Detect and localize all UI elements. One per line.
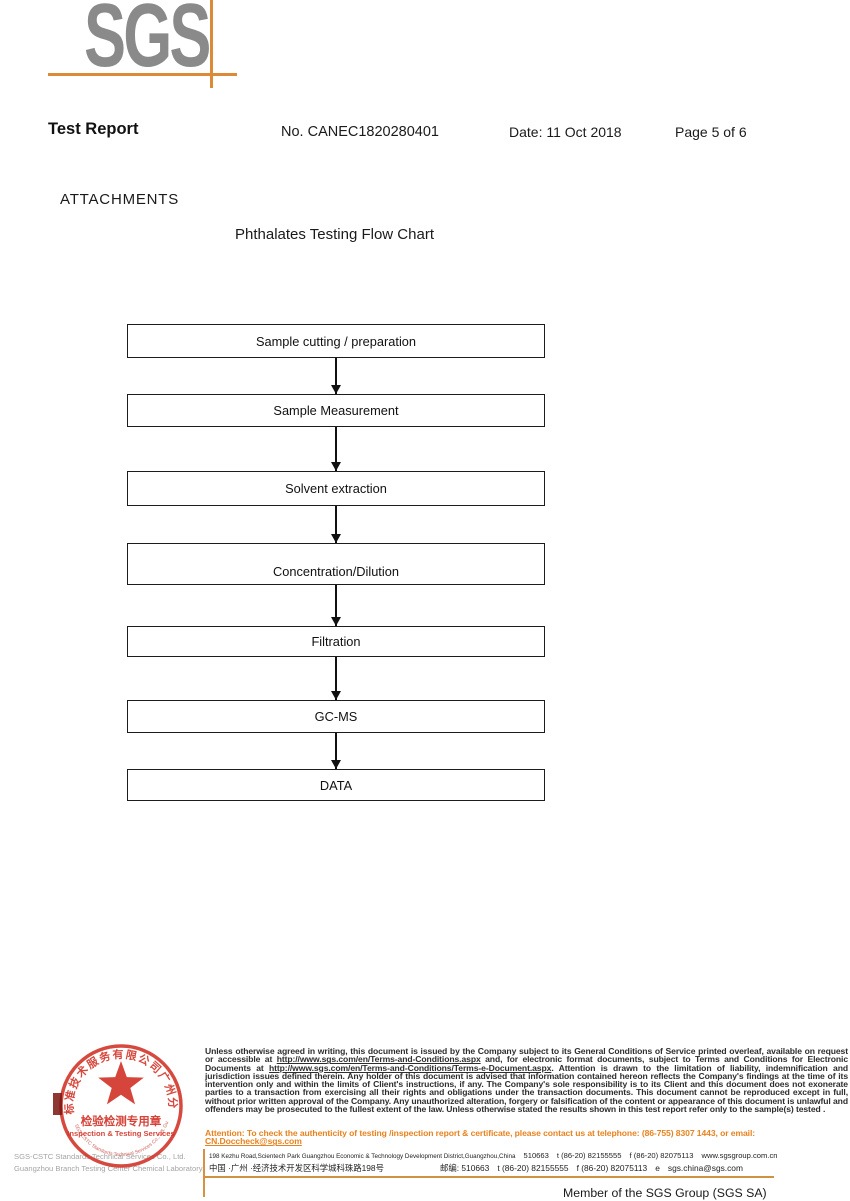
report-number: No. CANEC1820280401 (281, 124, 439, 140)
postal-code-cn: 邮编: 510663 (439, 1163, 490, 1173)
attention-text: Attention: To check the authenticity of … (205, 1128, 756, 1138)
flow-step-label: Concentration/Dilution (273, 564, 399, 579)
email-label: e (655, 1163, 660, 1173)
disclaimer-text: and, for electronic format documents, su… (205, 1054, 848, 1073)
flow-arrow-down (335, 657, 337, 700)
stamp-star-icon (98, 1061, 144, 1105)
flow-step-sample-measurement: Sample Measurement (127, 394, 545, 427)
stamp-center-text-cn: 检验检测专用章 (81, 1114, 162, 1128)
flow-step-concentration-dilution: Concentration/Dilution (127, 543, 545, 585)
logo-crosshair-horizontal-line (48, 73, 237, 76)
doccheck-email-link[interactable]: CN.Doccheck@sgs.com (205, 1136, 302, 1147)
flow-step-sample-cutting: Sample cutting / preparation (127, 324, 545, 358)
address-en: 198 Kezhu Road,Scientech Park Guangzhou … (209, 1153, 516, 1160)
flow-step-label: Filtration (311, 634, 361, 649)
telephone-en: t (86-20) 82155555 (556, 1151, 622, 1160)
page-indicator: Page 5 of 6 (675, 124, 747, 140)
flow-step-data: DATA (127, 769, 545, 801)
address-divider-line (203, 1149, 205, 1197)
terms-disclaimer-paragraph: Unless otherwise agreed in writing, this… (205, 1046, 848, 1115)
flow-step-label: Sample Measurement (273, 403, 399, 418)
stamp-security-mark (53, 1093, 62, 1115)
report-title: Test Report (48, 120, 139, 138)
report-date: Date: 11 Oct 2018 (509, 124, 622, 140)
address-row-en: 198 Kezhu Road,Scientech Park Guangzhou … (209, 1151, 777, 1160)
flow-step-solvent-extraction: Solvent extraction (127, 471, 545, 506)
flow-step-filtration: Filtration (127, 626, 545, 657)
flow-step-label: Sample cutting / preparation (255, 333, 417, 349)
footer-orange-rule (205, 1176, 774, 1178)
flow-arrow-down (335, 506, 337, 543)
flow-step-label: DATA (319, 777, 353, 793)
disclaimer-text: . Attention is drawn to the limitation o… (205, 1062, 848, 1115)
fax-en: f (86-20) 82075113 (629, 1151, 694, 1160)
flow-step-gc-ms: GC-MS (127, 700, 545, 733)
fax-cn: f (86-20) 82075113 (576, 1163, 648, 1173)
company-name-line2: Guangzhou Branch Testing Center Chemical… (14, 1164, 205, 1173)
address-row-cn: 中国 ·广州 ·经济技术开发区科学城科珠路198号 邮编: 510663 t (… (209, 1162, 749, 1174)
website-url[interactable]: www.sgsgroup.com.cn (701, 1151, 778, 1160)
flow-arrow-down (335, 358, 337, 394)
company-email[interactable]: sgs.china@sgs.com (667, 1163, 743, 1173)
flow-step-label: Solvent extraction (285, 481, 387, 496)
flow-arrow-down (335, 427, 337, 471)
logo-crosshair-vertical-line (210, 0, 213, 88)
inspection-testing-stamp: 标准技术服务有限公司广州分公司 SGS-CSTC Standards Techn… (52, 1037, 183, 1168)
address-cn: 中国 ·广州 ·经济技术开发区科学城科珠路198号 (209, 1163, 384, 1173)
attention-notice: Attention: To check the authenticity of … (205, 1129, 848, 1146)
flowchart-title: Phthalates Testing Flow Chart (235, 226, 434, 243)
postal-code-en: 510663 (523, 1151, 549, 1160)
sgs-logo: SGS (84, 0, 211, 86)
company-name-line1: SGS-CSTC Standards Technical Services Co… (14, 1152, 186, 1161)
terms-e-document-link[interactable]: http://www.sgs.com/en/Terms-and-Conditio… (268, 1062, 552, 1073)
sgs-membership-note: Member of the SGS Group (SGS SA) (563, 1186, 767, 1200)
telephone-cn: t (86-20) 82155555 (497, 1163, 569, 1173)
disclaimer-text: Unless otherwise agreed in writing, this… (205, 1046, 848, 1065)
terms-conditions-link[interactable]: http://www.sgs.com/en/Terms-and-Conditio… (276, 1054, 481, 1065)
flow-step-label: GC-MS (314, 709, 358, 724)
stamp-center-text-en: Inspection & Testing Services (67, 1129, 174, 1138)
flow-arrow-down (335, 733, 337, 769)
attachments-heading: ATTACHMENTS (60, 191, 180, 208)
flow-arrow-down (335, 585, 337, 626)
